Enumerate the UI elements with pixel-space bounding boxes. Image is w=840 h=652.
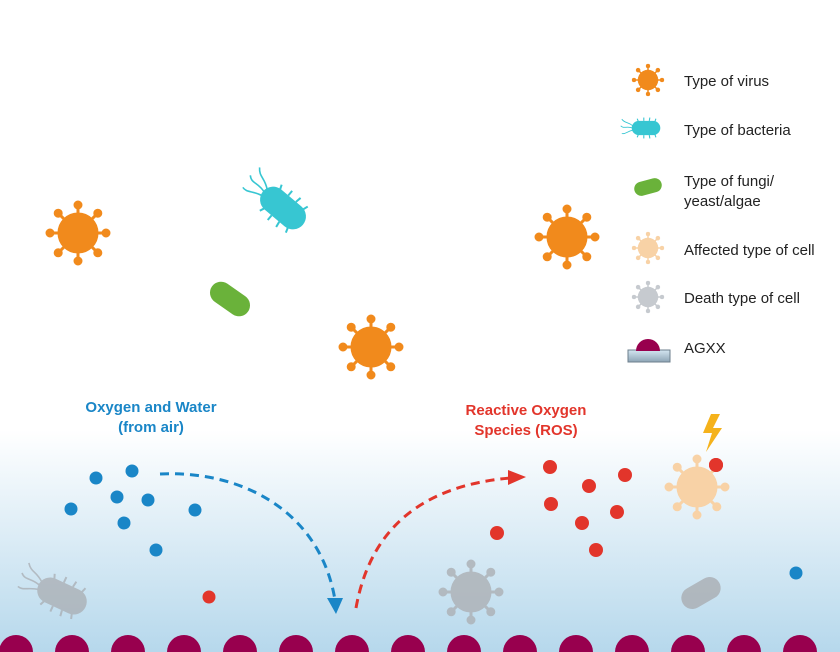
fungi-icon [634, 178, 662, 196]
virus-icon [46, 201, 110, 265]
legend-label-bacteria: Type of bacteria [684, 122, 791, 139]
virus-icon [632, 64, 664, 96]
molecule [110, 490, 124, 504]
agxx-bump [223, 635, 257, 652]
agxx-bump [335, 635, 369, 652]
agxx-bump [727, 635, 761, 652]
legend-label-virus: Type of virus [684, 73, 769, 90]
oxygen-arrow [159, 472, 343, 614]
legend: Type of virus Type of bacteria Type of f… [620, 64, 815, 363]
legend-label-fungi-line1: Type of fungi/ [684, 173, 775, 190]
agxx-surface [0, 635, 817, 652]
fungi-icon [209, 281, 251, 317]
agxx-bump [391, 635, 425, 652]
ros-molecule [575, 516, 589, 530]
ros-arrow [354, 470, 526, 609]
molecule [141, 493, 155, 507]
agxx-bump [447, 635, 481, 652]
agxx-bump [671, 635, 705, 652]
molecule [789, 566, 803, 580]
virus-icon [339, 315, 403, 379]
agxx-bump [559, 635, 593, 652]
agxx-icon [627, 339, 671, 363]
legend-label-agxx: AGXX [684, 340, 726, 357]
agxx-bump [0, 635, 33, 652]
legend-label-affected-cell: Affected type of cell [684, 242, 815, 259]
agxx-bump [279, 635, 313, 652]
ros-molecule [589, 543, 603, 557]
oxygen-water-sublabel: (from air) [118, 419, 184, 436]
lightning-icon [703, 414, 722, 452]
dead-cell-icon [632, 281, 664, 313]
agxx-bump [783, 635, 817, 652]
oxygen-water-molecules [64, 464, 803, 580]
ros-molecule [610, 505, 624, 519]
legend-label-fungi-line2: yeast/algae [684, 193, 761, 210]
molecule [89, 471, 103, 485]
ros-molecule [202, 590, 216, 604]
ros-molecule [618, 468, 632, 482]
molecule [117, 516, 131, 530]
oxygen-water-label: Oxygen and Water [85, 399, 216, 416]
ros-molecule [709, 458, 723, 472]
ros-molecule [544, 497, 558, 511]
agxx-bump [167, 635, 201, 652]
molecule [149, 543, 163, 557]
virus-icon [535, 205, 599, 269]
agxx-bump [111, 635, 145, 652]
ros-molecule [490, 526, 504, 540]
molecule [188, 503, 202, 517]
ros-molecule [582, 479, 596, 493]
dead-cell-icon [439, 560, 503, 624]
molecule [64, 502, 78, 516]
ros-sublabel: Species (ROS) [474, 422, 577, 439]
agxx-bump [615, 635, 649, 652]
legend-label-dead-cell: Death type of cell [684, 290, 800, 307]
agxx-bump [503, 635, 537, 652]
ros-molecule [543, 460, 557, 474]
agxx-bump [55, 635, 89, 652]
affected-cell-icon [632, 232, 664, 264]
molecule [125, 464, 139, 478]
ros-label: Reactive Oxygen [466, 402, 587, 419]
dead-fungi-icon [681, 577, 721, 609]
